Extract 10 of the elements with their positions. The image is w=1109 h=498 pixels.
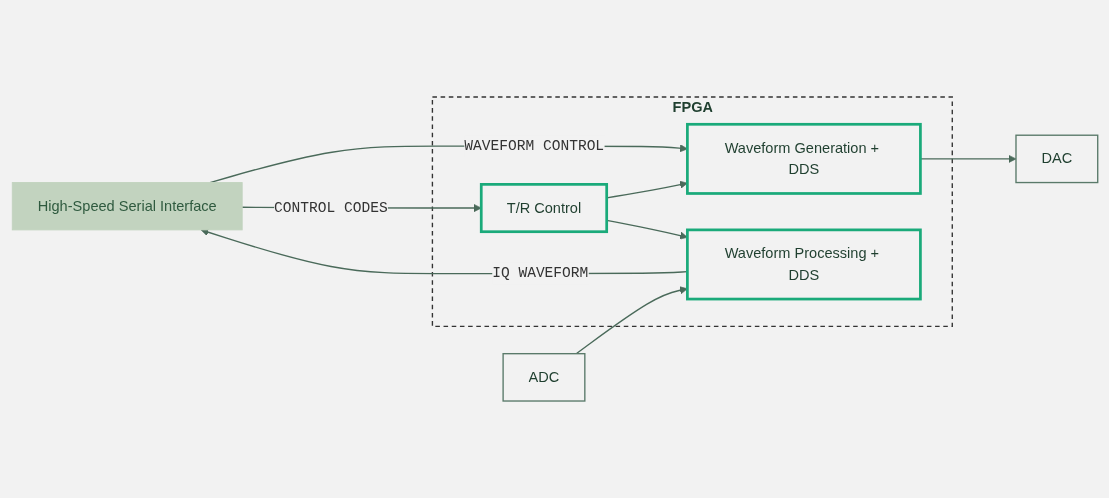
edge-label: CONTROL CODES: [273, 199, 388, 217]
edge-label: WAVEFORM CONTROL: [463, 137, 604, 155]
node-box: DAC: [1014, 134, 1098, 184]
node-box: Waveform Processing + DDS: [685, 228, 922, 301]
edge-label: IQ WAVEFORM: [491, 265, 588, 282]
node-box: T/R Control: [479, 183, 608, 234]
node-box: Waveform Generation + DDS: [685, 122, 922, 195]
node-box: High-Speed Serial Interface: [11, 182, 243, 231]
node-box: ADC: [501, 353, 585, 402]
arrow: [919, 154, 1016, 163]
